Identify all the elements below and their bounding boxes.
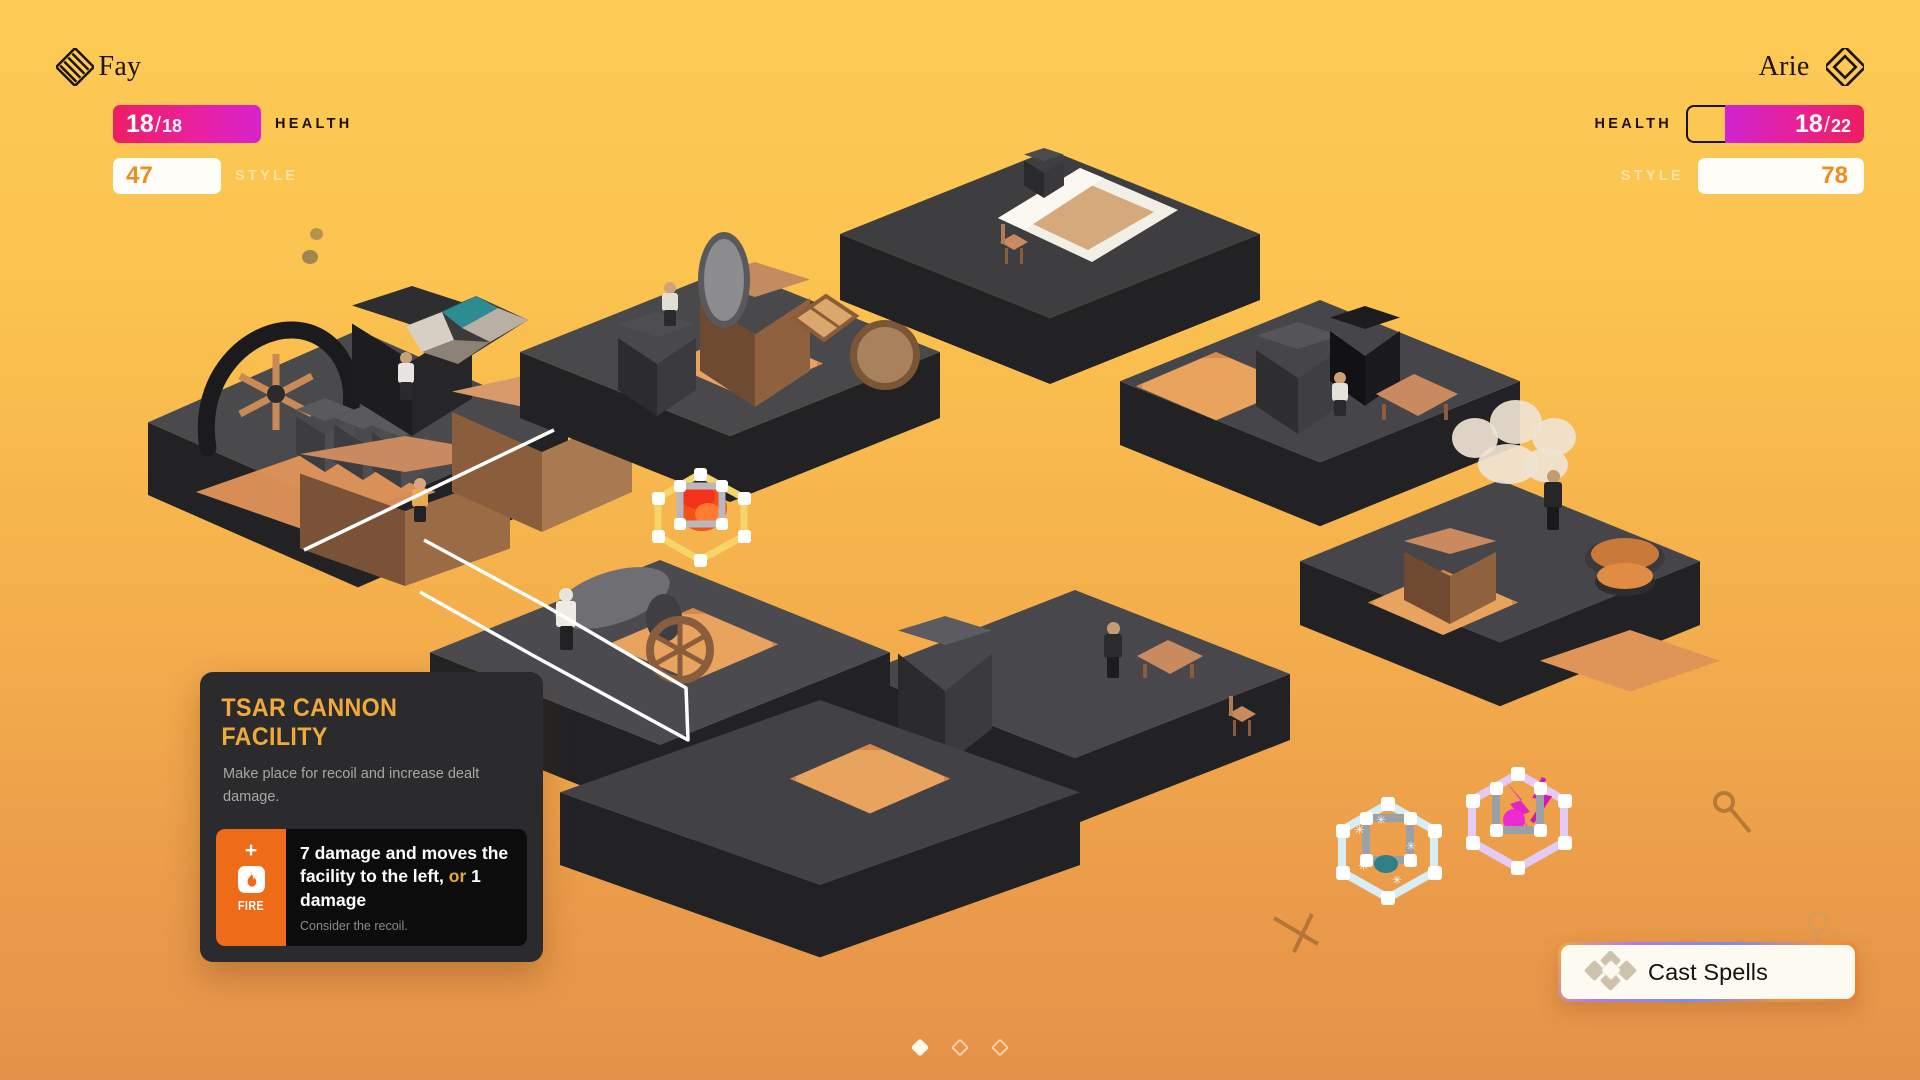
page-dot-1[interactable] xyxy=(910,1038,930,1057)
player-name-arie: Arie xyxy=(1758,51,1810,82)
svg-text:✳: ✳ xyxy=(1392,873,1402,887)
standing-mirror xyxy=(698,232,750,328)
tooltip-action-row: + FIRE 7 damage and moves the facility t… xyxy=(216,828,527,946)
npc-figure xyxy=(1332,372,1348,416)
element-badge-fire: + FIRE xyxy=(216,828,286,946)
mural-screen xyxy=(406,296,528,364)
flame-icon xyxy=(237,865,265,893)
hall-table xyxy=(1137,640,1203,678)
equipment-rack xyxy=(1330,306,1400,406)
side-cabinet xyxy=(618,312,696,416)
spell-cube-fire[interactable] xyxy=(636,452,766,572)
player-panel-fay: Fay xyxy=(54,46,142,88)
player-name-fay: Fay xyxy=(98,51,142,82)
water-wheel-decor xyxy=(197,321,361,457)
spell-cube-lightning[interactable] xyxy=(1448,748,1588,878)
npc-figure xyxy=(412,478,428,522)
cast-spells-button[interactable]: Cast Spells xyxy=(1558,942,1858,1002)
window-frame xyxy=(790,293,860,343)
tooltip-description: Make place for recoil and increase dealt… xyxy=(223,766,480,806)
modifier-plus-label: + xyxy=(244,838,258,862)
workbench xyxy=(1376,374,1458,420)
style-label-fay: STYLE xyxy=(235,168,299,184)
cast-spells-button-inner[interactable]: Cast Spells xyxy=(1561,945,1855,999)
action-effect-text: 7 damage and moves the facility to the l… xyxy=(300,842,509,910)
smoke-cloud xyxy=(1524,448,1568,482)
smoke-puff xyxy=(310,228,323,240)
style-row-arie: STYLE 78 xyxy=(1621,158,1864,194)
style-bar-fay: 47 xyxy=(113,158,221,194)
health-bar-empty-segment xyxy=(1686,105,1726,143)
spell-diamonds-icon xyxy=(1583,950,1641,993)
hall-pillar xyxy=(898,616,992,766)
style-row-fay: 47 STYLE xyxy=(113,158,298,194)
health-value-fay: 18/18 xyxy=(126,109,182,138)
round-mirror xyxy=(850,320,920,390)
potion-table xyxy=(1404,528,1496,624)
health-bar-fay: 18/18 xyxy=(113,105,261,143)
health-bar-arie: 18/22 xyxy=(1686,105,1864,143)
tooltip-title: TSAR CANNON FACILITY xyxy=(221,694,398,751)
npc-cannon-operator xyxy=(556,588,576,650)
concentric-diamond-icon xyxy=(1822,44,1868,90)
bed xyxy=(998,168,1178,262)
cauldron xyxy=(1585,538,1665,596)
action-note: Consider the recoil. xyxy=(300,918,408,933)
health-row-arie: HEALTH 18/22 xyxy=(1594,105,1864,143)
chair xyxy=(1228,696,1256,736)
health-label-fay: HEALTH xyxy=(275,116,353,132)
health-bar-fill-segment xyxy=(1725,105,1864,143)
tooltip-action-text: 7 damage and moves the facility to the l… xyxy=(286,829,527,946)
style-label-arie: STYLE xyxy=(1620,168,1684,184)
smoke-puff xyxy=(302,250,318,264)
tsar-cannon xyxy=(554,567,714,684)
style-value-arie: 78 xyxy=(1821,162,1848,189)
page-indicator[interactable] xyxy=(910,1038,1010,1057)
cast-spells-label: Cast Spells xyxy=(1648,958,1768,985)
striped-diamond-icon xyxy=(54,46,96,88)
npc-figure xyxy=(1544,470,1562,530)
npc-figure xyxy=(1104,622,1122,678)
nightstand xyxy=(1024,148,1064,198)
page-dot-2[interactable] xyxy=(950,1038,970,1057)
ground-rune-icon xyxy=(1272,913,1320,953)
element-name-label: FIRE xyxy=(237,897,265,913)
facility-tooltip-card: TSAR CANNON FACILITY Make place for reco… xyxy=(200,672,543,962)
spell-cube-ice[interactable]: ✳✳ ✳✳ ✳ xyxy=(1318,778,1458,908)
page-dot-3[interactable] xyxy=(990,1038,1010,1057)
chair xyxy=(1000,224,1028,264)
workshop-cabinet xyxy=(1256,322,1340,434)
health-value-arie: 18/22 xyxy=(1795,109,1851,138)
svg-text:✳: ✳ xyxy=(1406,839,1416,853)
player-hud: Fay 18/18 HEALTH 47 STYLE Arie xyxy=(0,0,1920,220)
style-value-fay: 47 xyxy=(126,162,153,189)
ground-rune-icon xyxy=(1713,791,1752,834)
npc-figure xyxy=(662,282,678,326)
npc-figure xyxy=(398,352,414,400)
health-row-fay: 18/18 HEALTH xyxy=(113,105,353,143)
svg-text:✳: ✳ xyxy=(1376,813,1386,827)
player-panel-arie: Arie xyxy=(1758,44,1868,90)
svg-text:✳: ✳ xyxy=(1354,822,1365,837)
style-bar-arie: 78 xyxy=(1698,158,1864,194)
health-label-arie: HEALTH xyxy=(1594,116,1672,132)
